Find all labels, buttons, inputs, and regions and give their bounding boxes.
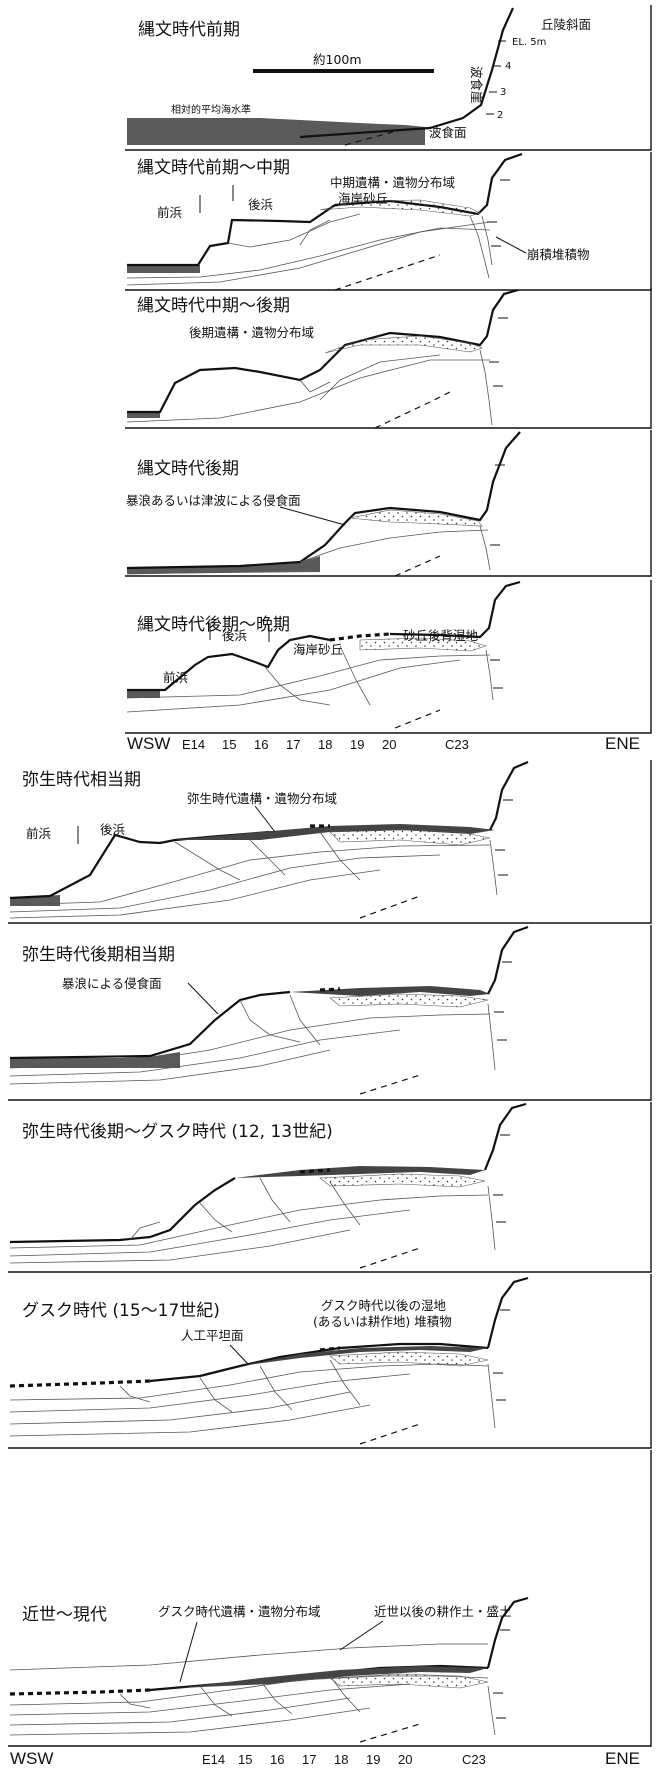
colluvium-label: 崩積堆積物 bbox=[527, 247, 590, 262]
panel-5: 縄文時代後期～晩期 後浜 前浜 海岸砂丘 砂丘後背湿地 bbox=[125, 580, 652, 734]
axis-top: WSW ENE E14 15 16 17 18 19 20 C23 bbox=[127, 734, 640, 753]
sea-level-label: 相対的平均海水準 bbox=[171, 103, 251, 116]
elevation-label: EL. 5m bbox=[512, 37, 546, 48]
elevation-2: 2 bbox=[497, 110, 503, 121]
backshore-label: 後浜 bbox=[100, 822, 125, 837]
backshore-label: 後浜 bbox=[248, 197, 273, 212]
axis-tick-label: 15 bbox=[238, 1752, 252, 1767]
panel-title: グスク時代 (15～17世紀) bbox=[22, 1301, 220, 1321]
axis-tick-label: 15 bbox=[222, 737, 236, 752]
cultivated-soil-label: 近世以後の耕作土・盛土 bbox=[374, 1604, 512, 1619]
panel-title: 近世～現代 bbox=[22, 1605, 107, 1625]
axis-tick-label: 20 bbox=[398, 1752, 412, 1767]
site-distribution-label: グスク時代遺構・遺物分布域 bbox=[158, 1604, 321, 1619]
panel-2: 縄文時代前期～中期 前浜 後浜 中期遺構・遺物分布域 海岸砂丘 崩積堆積物 bbox=[125, 152, 652, 291]
axis-tick-label: 19 bbox=[366, 1752, 380, 1767]
wetland-label-2: (あるいは耕作地) 堆積物 bbox=[313, 1314, 452, 1329]
panel-title: 縄文時代中期～後期 bbox=[137, 296, 290, 316]
artificial-terrace-label: 人工平坦面 bbox=[181, 1328, 244, 1343]
site-distribution-label: 中期遺構・遺物分布域 bbox=[330, 175, 455, 190]
axis-tick-label: 19 bbox=[350, 737, 364, 752]
panel-3: 縄文時代中期～後期 後期遺構・遺物分布域 bbox=[125, 288, 652, 429]
panel-title: 縄文時代前期～中期 bbox=[137, 158, 290, 178]
panel-title: 弥生時代後期～グスク時代 (12, 13世紀) bbox=[22, 1122, 333, 1142]
axis-tick-label: E14 bbox=[182, 737, 205, 752]
site-distribution-label: 弥生時代遺構・遺物分布域 bbox=[187, 791, 337, 806]
erosion-surface-label: 暴浪による侵食面 bbox=[62, 976, 162, 991]
axis-tick-label: 17 bbox=[286, 737, 300, 752]
axis-tick-label: 17 bbox=[302, 1752, 316, 1767]
axis-tick-label: C23 bbox=[462, 1752, 486, 1767]
panel-title: 弥生時代後期相当期 bbox=[22, 945, 175, 965]
elevation-3: 3 bbox=[500, 87, 506, 98]
axis-tick-label: 16 bbox=[254, 737, 268, 752]
west-direction-label: WSW bbox=[10, 1749, 53, 1768]
panel-title: 縄文時代前期 bbox=[138, 20, 240, 40]
panel-title: 弥生時代相当期 bbox=[22, 770, 141, 790]
panel-1: 縄文時代前期 丘陵斜面 EL. 5m 4 3 2 波食崖 波食面 相対的平均海水… bbox=[125, 5, 652, 151]
panel-title: 縄文時代後期～晩期 bbox=[137, 615, 290, 635]
east-direction-label: ENE bbox=[605, 734, 640, 753]
axis-tick-label: C23 bbox=[445, 737, 469, 752]
panel-9: グスク時代 (15～17世紀) 人工平坦面 グスク時代以後の湿地 (あるいは耕作… bbox=[8, 1274, 652, 1449]
wetland-label: グスク時代以後の湿地 bbox=[321, 1298, 447, 1313]
axis-tick-label: 18 bbox=[318, 737, 332, 752]
elevation-4: 4 bbox=[505, 61, 511, 72]
scale-label: 約100m bbox=[313, 52, 362, 67]
panel-title: 縄文時代後期 bbox=[137, 459, 239, 479]
axis-tick-label: E14 bbox=[202, 1752, 225, 1767]
coastal-dune-label: 海岸砂丘 bbox=[338, 191, 388, 206]
erosion-surface-label: 暴浪あるいは津波による侵食面 bbox=[126, 493, 301, 508]
east-direction-label: ENE bbox=[605, 1749, 640, 1768]
coastal-dune-label: 海岸砂丘 bbox=[293, 642, 343, 657]
axis-tick-label: 16 bbox=[270, 1752, 284, 1767]
backshore-label: 後浜 bbox=[222, 628, 247, 643]
back-marsh-label: 砂丘後背湿地 bbox=[403, 628, 479, 643]
panel-4: 縄文時代後期 暴浪あるいは津波による侵食面 bbox=[125, 430, 652, 577]
slope-label: 丘陵斜面 bbox=[541, 17, 591, 32]
wave-cut-platform-label: 波食面 bbox=[429, 125, 467, 140]
axis-bottom: WSW ENE E14 15 16 17 18 19 20 C23 bbox=[10, 1749, 640, 1768]
site-distribution-label: 後期遺構・遺物分布域 bbox=[189, 325, 314, 340]
foreshore-label: 前浜 bbox=[157, 205, 182, 220]
foreshore-label: 前浜 bbox=[163, 670, 188, 685]
wave-cut-cliff-label: 波食崖 bbox=[469, 66, 484, 104]
panel-7: 弥生時代後期相当期 暴浪による侵食面 bbox=[8, 925, 652, 1101]
panel-10: 近世～現代 グスク時代遺構・遺物分布域 近世以後の耕作土・盛土 bbox=[8, 1450, 652, 1747]
foreshore-label: 前浜 bbox=[26, 826, 51, 841]
axis-tick-label: 20 bbox=[382, 737, 396, 752]
axis-tick-label: 18 bbox=[334, 1752, 348, 1767]
panel-8: 弥生時代後期～グスク時代 (12, 13世紀) bbox=[8, 1102, 652, 1273]
west-direction-label: WSW bbox=[127, 734, 170, 753]
panel-6: 弥生時代相当期 弥生時代遺構・遺物分布域 前浜 後浜 bbox=[8, 760, 652, 924]
